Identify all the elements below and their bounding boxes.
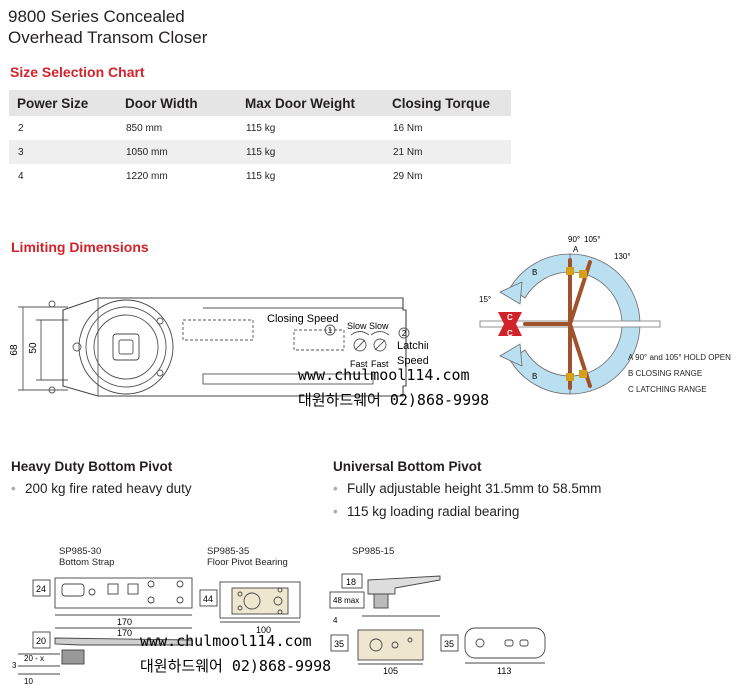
- table-cell: 4: [18, 170, 24, 182]
- zone-c-label-top: C: [507, 313, 513, 322]
- column-header: Power Size: [9, 90, 117, 116]
- limiting-dimensions-heading: Limiting Dimensions: [11, 239, 149, 255]
- dim-105: 105: [383, 666, 398, 676]
- part-sp985-35-caption: SP985-35 Floor Pivot Bearing: [207, 546, 288, 568]
- slow-label-2: Slow: [369, 321, 389, 331]
- parts-drawing: 24 170 170 20 20 - x 3 10 44 100 18 48 m…: [12, 573, 546, 686]
- heavy-duty-bullet: •200 kg fire rated heavy duty: [11, 481, 192, 496]
- column-header: Max Door Weight: [237, 90, 384, 116]
- universal-bullet-2: •115 kg loading radial bearing: [333, 504, 520, 519]
- fast-label-2: Fast: [371, 359, 389, 369]
- dim-170-bottom: 170: [117, 628, 132, 638]
- dim-20: 20: [36, 636, 46, 646]
- speed-label: Speed: [397, 355, 428, 367]
- angle-105-label: 105°: [584, 235, 601, 244]
- zone-b-label-bottom: B: [532, 372, 537, 381]
- bullet-text: 115 kg loading radial bearing: [347, 504, 520, 519]
- bullet-text: Fully adjustable height 31.5mm to 58.5mm: [347, 481, 602, 496]
- table-cell: 1050 mm: [117, 140, 237, 164]
- table-cell: 115 kg: [246, 122, 276, 134]
- dim-20-x: 20 - x: [24, 654, 44, 663]
- latching-label: Latching: [397, 340, 428, 352]
- number-2-label: 2: [402, 329, 407, 338]
- universal-bullet-1: •Fully adjustable height 31.5mm to 58.5m…: [333, 481, 602, 496]
- dim-35-right: 35: [444, 639, 454, 649]
- bullet-text: 200 kg fire rated heavy duty: [25, 481, 192, 496]
- table-cell: 850 mm: [126, 122, 163, 134]
- watermark-url-2: www.chulmool114.com: [140, 632, 312, 650]
- dim-3: 3: [12, 661, 17, 670]
- dim-18: 18: [346, 577, 356, 587]
- number-1-label: 1: [328, 326, 333, 335]
- slow-label-1: Slow: [347, 321, 367, 331]
- title-line-1: 9800 Series Concealed: [8, 7, 185, 26]
- dim-10: 10: [24, 677, 33, 686]
- dim-100: 100: [256, 625, 271, 635]
- heavy-duty-heading: Heavy Duty Bottom Pivot: [11, 459, 173, 474]
- table-cell: 2: [18, 122, 24, 134]
- table-header-row: Power Size Door Width Max Door Weight Cl…: [9, 90, 511, 116]
- opening-angle-diagram: 90° 105° 130° 15° A B B C C: [479, 235, 661, 395]
- document-title: 9800 Series Concealed Overhead Transom C…: [8, 6, 207, 48]
- part-code: SP985-15: [352, 546, 395, 557]
- zone-c-label-bottom: C: [507, 329, 513, 338]
- part-code: SP985-30: [59, 546, 102, 557]
- zone-a-label: A: [573, 245, 579, 254]
- title-line-2: Overhead Transom Closer: [8, 28, 208, 47]
- part-sp985-15-caption: SP985-15: [352, 546, 394, 557]
- dim-44: 44: [203, 594, 213, 604]
- legend-item: C LATCHING RANGE: [628, 385, 707, 394]
- table-row: 3 1050 mm 115 kg 21 Nm: [9, 140, 511, 164]
- table-row: 2 850 mm 115 kg 16 Nm: [9, 116, 511, 140]
- part-sp985-30-caption: SP985-30 Bottom Strap: [59, 546, 114, 568]
- dim-4: 4: [333, 616, 338, 625]
- watermark-phone: 대원하드웨어 02)868-9998: [298, 391, 490, 409]
- zone-b-label-top: B: [532, 268, 537, 277]
- legend-item: B CLOSING RANGE: [628, 369, 703, 378]
- part-code: SP985-35: [207, 546, 250, 557]
- watermark-url: www.chulmool114.com: [298, 366, 470, 384]
- dim-113: 113: [497, 666, 511, 676]
- size-chart-heading: Size Selection Chart: [10, 64, 145, 80]
- closing-speed-label: Closing Speed: [267, 313, 339, 325]
- dim-170-top: 170: [117, 617, 132, 627]
- part-name: Floor Pivot Bearing: [207, 557, 288, 568]
- column-header: Door Width: [117, 90, 237, 116]
- dim-48-max: 48 max: [333, 596, 359, 605]
- dim-24: 24: [36, 584, 46, 594]
- table-cell: 3: [9, 140, 117, 164]
- angle-90-label: 90°: [568, 235, 580, 244]
- part-name: Bottom Strap: [59, 557, 115, 568]
- size-selection-table: Power Size Door Width Max Door Weight Cl…: [9, 90, 511, 188]
- table-cell: 16 Nm: [393, 122, 423, 134]
- table-row: 4 1220 mm 115 kg 29 Nm: [9, 164, 511, 188]
- closer-body-drawing: 68 50 Closing Speed 1 2 Slow Slow Fast F…: [9, 297, 428, 397]
- angle-15-label: 15°: [479, 295, 491, 304]
- angle-legend: A 90° and 105° HOLD OPEN B CLOSING RANGE…: [628, 350, 731, 398]
- column-header: Closing Torque: [384, 90, 511, 116]
- table-cell: 115 kg: [246, 170, 276, 182]
- table-cell: 29 Nm: [393, 170, 423, 182]
- dim-50-label: 50: [28, 342, 39, 354]
- table-cell: 21 Nm: [384, 140, 511, 164]
- fast-label-1: Fast: [350, 359, 368, 369]
- legend-item: A 90° and 105° HOLD OPEN: [628, 353, 731, 362]
- watermark-phone-2: 대원하드웨어 02)868-9998: [140, 657, 332, 675]
- dim-35-left: 35: [334, 639, 344, 649]
- table-cell: 1220 mm: [126, 170, 168, 182]
- angle-130-label: 130°: [614, 252, 631, 261]
- dim-68-label: 68: [9, 344, 20, 356]
- table-cell: 115 kg: [237, 140, 384, 164]
- universal-heading: Universal Bottom Pivot: [333, 459, 482, 474]
